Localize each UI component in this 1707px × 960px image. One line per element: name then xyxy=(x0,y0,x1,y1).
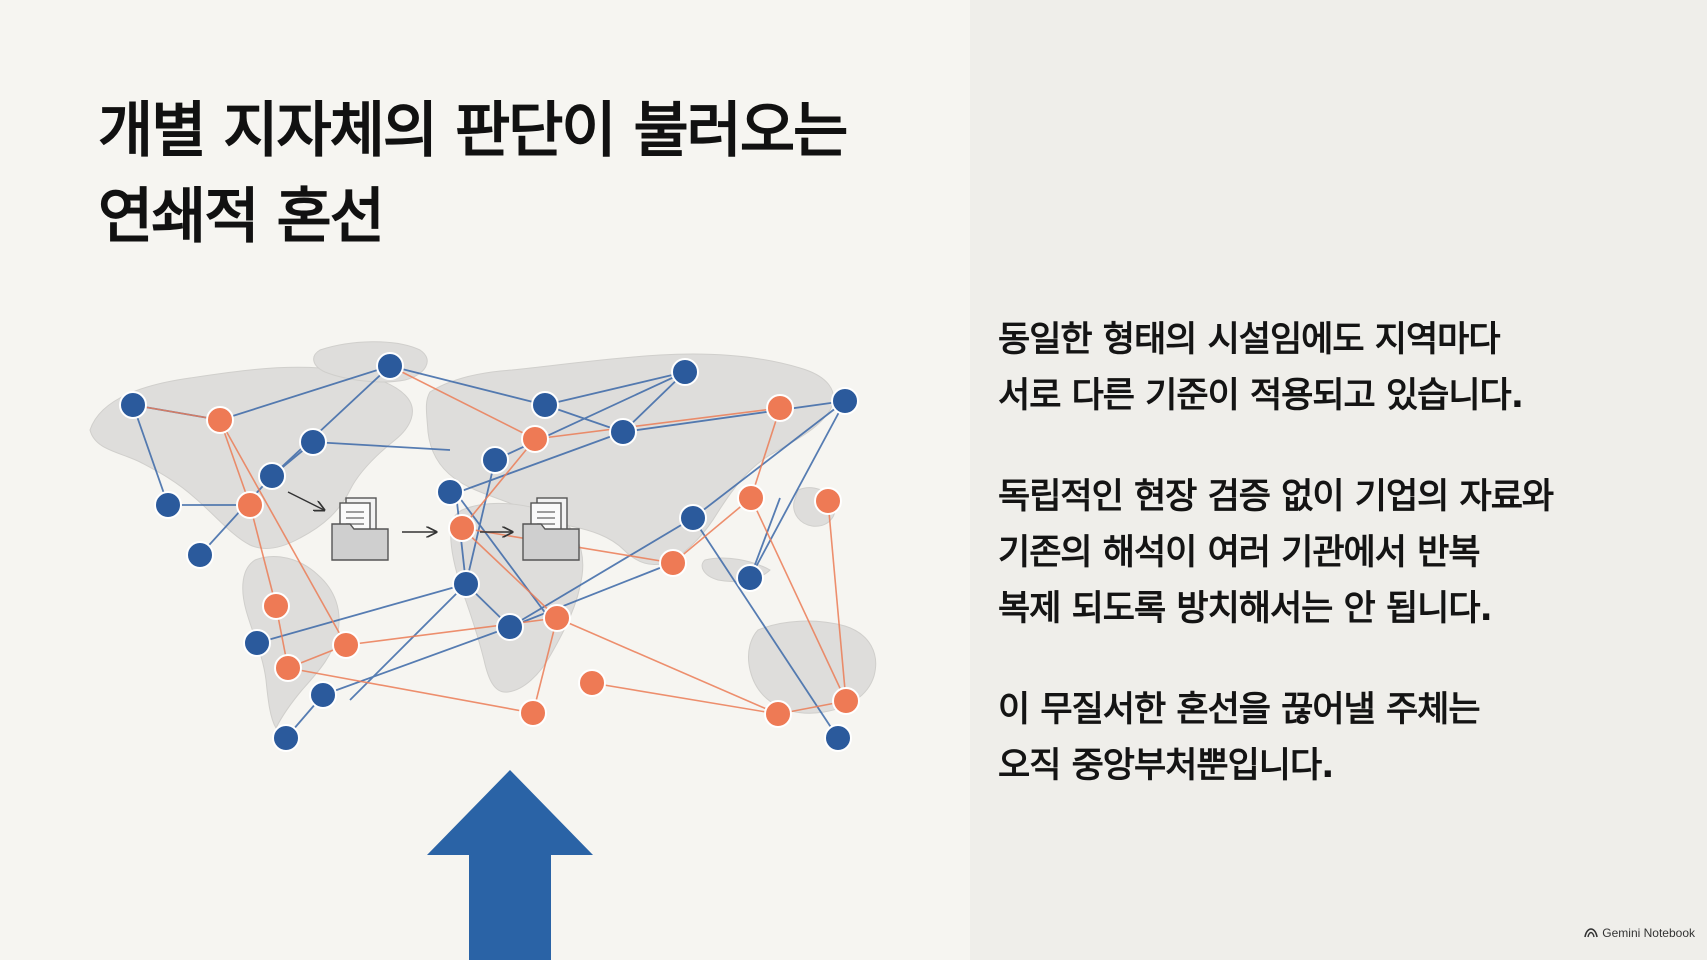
up-arrow-icon xyxy=(427,770,593,960)
network-nodes-orange xyxy=(206,394,860,728)
text-line: 이 무질서한 혼선을 끊어낼 주체는 xyxy=(998,690,1481,730)
network-nodes-blue xyxy=(119,352,859,752)
document-folder-icon xyxy=(331,497,389,561)
network-links-orange xyxy=(132,365,847,715)
network-links-blue xyxy=(132,365,846,739)
slide-title: 개별 지자체의 판단이 불러오는 연쇄적 혼선 xyxy=(98,88,938,260)
paragraph: 이 무질서한 혼선을 끊어낼 주체는 오직 중앙부처뿐입니다. xyxy=(998,682,1678,794)
flow-arrows xyxy=(287,491,512,532)
text-line: 독립적인 현장 검증 없이 기업의 자료와 xyxy=(998,477,1554,517)
world-map-land xyxy=(89,341,877,730)
paragraph: 동일한 형태의 시설임에도 지역마다 서로 다른 기준이 적용되고 있습니다. xyxy=(998,312,1678,424)
body-text: 동일한 형태의 시설임에도 지역마다 서로 다른 기준이 적용되고 있습니다. … xyxy=(998,312,1678,839)
title-line: 연쇄적 혼선 xyxy=(98,182,385,252)
text-line: 기존의 해석이 여러 기관에서 반복 xyxy=(998,533,1481,573)
text-line: 복제 되도록 방치해서는 안 됩니다. xyxy=(998,589,1493,629)
right-panel xyxy=(970,0,1707,960)
gemini-logo-icon xyxy=(1584,928,1599,938)
title-line: 개별 지자체의 판단이 불러오는 xyxy=(98,96,848,166)
brand-label: Gemini Notebook xyxy=(1602,926,1695,940)
text-line: 오직 중앙부처뿐입니다. xyxy=(998,746,1334,786)
text-line: 서로 다른 기준이 적용되고 있습니다. xyxy=(998,376,1524,416)
text-line: 동일한 형태의 시설임에도 지역마다 xyxy=(998,320,1501,360)
paragraph: 독립적인 현장 검증 없이 기업의 자료와 기존의 해석이 여러 기관에서 반복… xyxy=(998,469,1678,637)
brand-watermark: Gemini Notebook xyxy=(1584,926,1695,940)
